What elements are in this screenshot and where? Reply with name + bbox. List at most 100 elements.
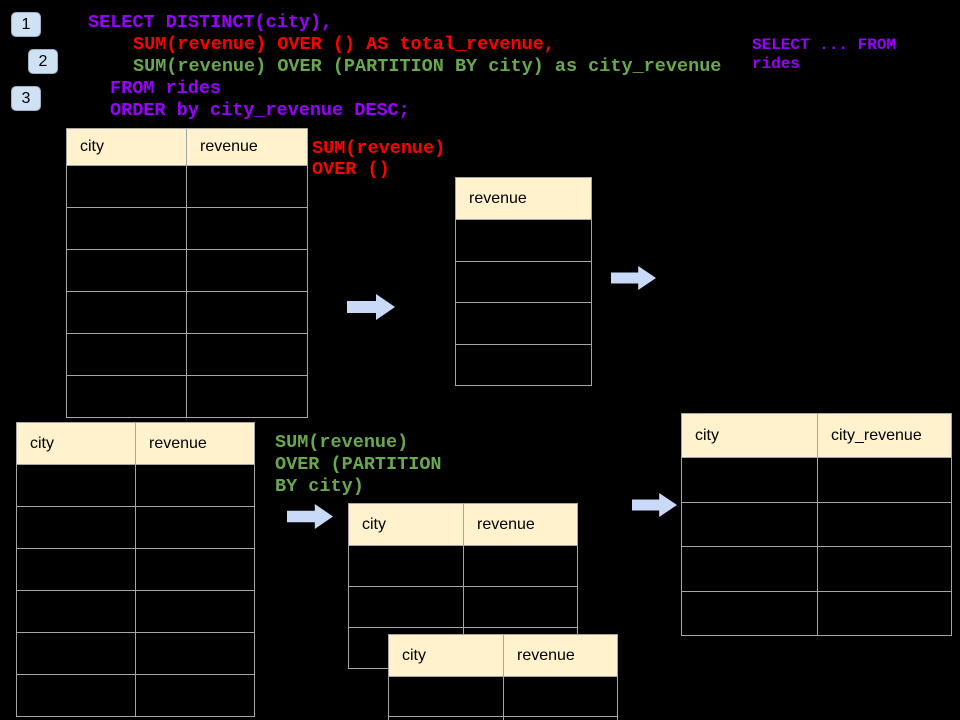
flow-arrow-4 [632,493,677,517]
arrow-right-icon [632,493,677,517]
flow-arrow-1 [347,294,395,320]
table-row [681,501,951,546]
table-cell [681,457,817,502]
table-cell [817,457,951,502]
step-badge-1: 1 [11,12,41,37]
table-cell [681,501,817,546]
table-cell [66,291,186,333]
table-row [66,375,307,417]
table-cell [455,260,591,302]
table-cell [135,464,254,506]
column-header: revenue [455,177,591,219]
table-row [16,506,254,548]
column-header: revenue [503,634,617,676]
table-total-revenue-result: revenue [455,177,592,386]
column-header: city [348,503,463,545]
table-row [66,249,307,291]
table-cell [348,586,463,627]
flow-arrow-2 [611,266,656,290]
table-cell [135,548,254,590]
table-cell [16,590,135,632]
table-cell [455,302,591,344]
table-row [455,219,591,261]
table-cell [16,674,135,716]
table-cell [455,343,591,385]
side-note: SELECT ... FROM rides [752,36,897,73]
table-row [388,716,617,720]
table-row [388,676,617,716]
table-cell [186,375,307,417]
total-revenue-label: SUM(revenue) OVER () [312,138,446,180]
table-row [348,586,577,627]
table-cell [16,506,135,548]
table-row [16,464,254,506]
table-cell [135,506,254,548]
table-cell [186,333,307,375]
step-badge-2: 2 [28,49,58,74]
table-cell [66,333,186,375]
table-row [16,590,254,632]
table-cell [455,219,591,261]
column-header: city_revenue [817,413,951,457]
table-row [681,590,951,635]
table-cell [348,545,463,586]
table-cell [135,674,254,716]
table-row [348,545,577,586]
table-cell [186,291,307,333]
step-badge-3: 3 [11,86,41,111]
sql-line-from: FROM rides [110,78,222,99]
column-header: city [388,634,503,676]
sql-line-sum-partition: SUM(revenue) OVER (PARTITION BY city) as… [133,56,722,77]
table-cell [186,249,307,291]
arrow-right-icon [287,504,333,529]
column-header: city [681,413,817,457]
table-cell [817,501,951,546]
table-row [16,632,254,674]
table-cell [681,546,817,591]
table-cell [16,548,135,590]
table-row [681,457,951,502]
table-cell [388,716,503,720]
table-row [66,207,307,249]
table-cell [186,165,307,207]
partition-label: SUM(revenue) OVER (PARTITION BY city) [275,432,442,497]
column-header: revenue [463,503,577,545]
table-cell [186,207,307,249]
column-header: revenue [186,128,307,165]
table-row [681,546,951,591]
table-cell [66,207,186,249]
column-header: revenue [135,422,254,464]
sql-line-select: SELECT DISTINCT(city), [88,12,333,33]
column-header: city [16,422,135,464]
table-cell [16,632,135,674]
arrow-right-icon [611,266,656,290]
arrow-right-icon [347,294,395,320]
column-header: city [66,128,186,165]
table-cell [66,375,186,417]
table-cell [503,716,617,720]
table-cell [135,632,254,674]
table-cell [463,586,577,627]
table-cell [817,546,951,591]
table-cell [463,545,577,586]
table-cell [817,590,951,635]
table-cell [503,676,617,716]
table-row [16,548,254,590]
table-row [455,260,591,302]
table-cell [66,249,186,291]
table-cell [135,590,254,632]
sql-line-sum-over: SUM(revenue) OVER () AS total_revenue, [133,34,555,55]
flow-arrow-3 [287,504,333,529]
table-row [66,291,307,333]
table-row [455,343,591,385]
table-row [455,302,591,344]
table-cell [388,676,503,716]
table-row [66,165,307,207]
table-cell [66,165,186,207]
table-row [16,674,254,716]
